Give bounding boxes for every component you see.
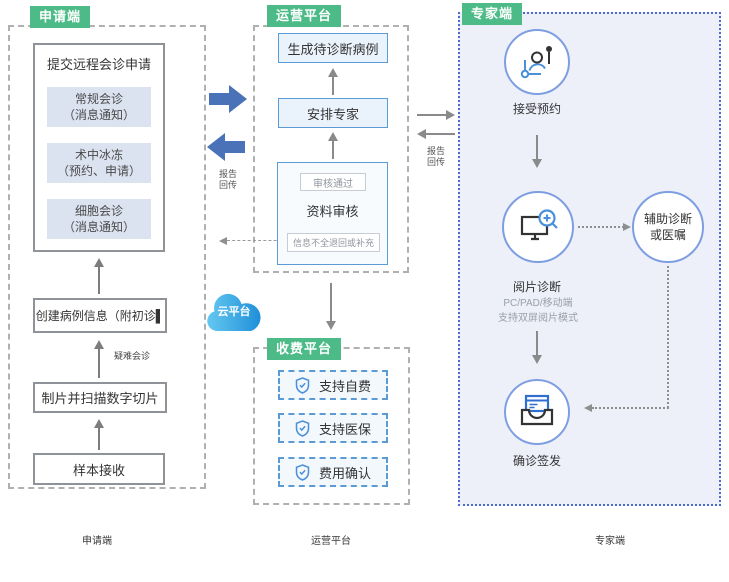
slide-reading-label: 阅片诊断 [512,280,561,294]
signoff-circle [504,379,570,445]
slide-reading-icon [520,209,558,241]
charge-item-selfpay: 支持自费 [278,370,388,400]
gray-arrow-left-icon [417,129,455,139]
shield-check-icon [295,463,310,481]
review-box: 审核通过 资料审核 信息不全退回或补充 [277,162,388,265]
cloud-label: 云平台 [217,306,251,318]
reject-dashed-line [227,240,287,241]
applicant-tag: 申请端 [30,6,91,28]
option-note: （消息通知） [62,220,135,234]
scan-slides-box: 制片并扫描数字切片 [33,382,167,413]
assign-expert-box: 安排专家 [278,98,388,128]
signoff-label: 确诊签发 [512,454,561,468]
up-arrow-icon [328,132,338,159]
option-name: 术中冰冻 [74,148,123,162]
cloud-platform-badge: 云平台 [204,293,264,337]
charge-item-label: 支持医保 [318,421,371,437]
dotted-arrow-to-aux [578,226,624,228]
review-title: 资料审核 [306,204,359,219]
difficult-case-label: 疑难会诊 [113,351,150,361]
applicant-panel [8,25,206,489]
slide-reading-circle [502,191,574,263]
accept-appointment-label: 接受预约 [512,102,561,116]
shield-check-icon [295,419,310,437]
create-case-box: 创建病例信息（附初诊▌ [33,298,167,333]
operations-tag: 运营平台 [267,5,342,27]
sample-receive-box: 样本接收 [33,453,165,485]
shield-check-icon [295,376,310,394]
down-arrow-icon [532,331,542,364]
gray-arrow-right-icon [417,110,455,120]
blue-arrow-right-icon [209,85,247,113]
report-return-label-right: 报告 回传 [426,146,445,167]
charge-item-label: 费用确认 [318,465,371,481]
appointment-icon [520,46,552,79]
up-arrow-icon [328,68,338,95]
dotted-elbow-arrowhead [584,404,592,412]
consult-option-regular: 常规会诊 （消息通知） [47,87,151,127]
charge-item-insurance: 支持医保 [278,413,388,443]
option-name: 常规会诊 [74,92,123,106]
bottom-label-expert: 专家端 [595,536,625,547]
reject-dashed-arrowhead [219,237,227,245]
expert-tag: 专家端 [462,3,523,25]
option-name: 细胞会诊 [74,204,123,218]
charging-tag: 收费平台 [267,338,342,360]
consult-option-cell: 细胞会诊 （消息通知） [47,199,151,239]
report-signoff-icon [520,394,554,426]
down-arrow-icon [326,283,336,330]
slide-reading-sub2: 支持双屏阅片模式 [498,313,578,324]
dotted-arrow-to-aux-head [623,223,631,231]
aux-diagnosis-line2: 或医嘱 [649,228,686,242]
down-arrow-icon [532,135,542,168]
submit-request-title: 提交远程会诊申请 [46,57,151,72]
bottom-label-applicant: 申请端 [82,536,112,547]
up-arrow-icon [94,258,104,294]
charge-item-label: 支持自费 [318,378,371,394]
review-pass-box: 审核通过 [300,173,366,191]
report-return-label-left: 报告 回传 [218,169,237,190]
cloud-icon [207,293,261,331]
slide-reading-sub1: PC/PAD/移动端 [503,298,573,309]
bottom-label-operations: 运营平台 [311,536,351,547]
up-arrow-icon [94,340,104,378]
aux-diagnosis-circle: 辅助诊断 或医嘱 [632,191,704,263]
option-note: （消息通知） [62,108,135,122]
option-note: （预约、申请） [56,164,141,178]
up-arrow-icon [94,419,104,450]
generate-case-box: 生成待诊断病例 [278,33,388,63]
dotted-elbow-horizontal [592,407,669,409]
blue-arrow-left-icon [207,133,245,161]
dotted-elbow-vertical [667,266,669,408]
accept-appointment-circle [504,29,570,95]
consult-option-frozen: 术中冰冻 （预约、申请） [47,143,151,183]
charge-item-confirm: 费用确认 [278,457,388,487]
submit-request-box: 提交远程会诊申请 常规会诊 （消息通知） 术中冰冻 （预约、申请） 细胞会诊 （… [33,43,165,252]
aux-diagnosis-line1: 辅助诊断 [643,212,692,226]
review-reject-box: 信息不全退回或补充 [287,233,380,252]
